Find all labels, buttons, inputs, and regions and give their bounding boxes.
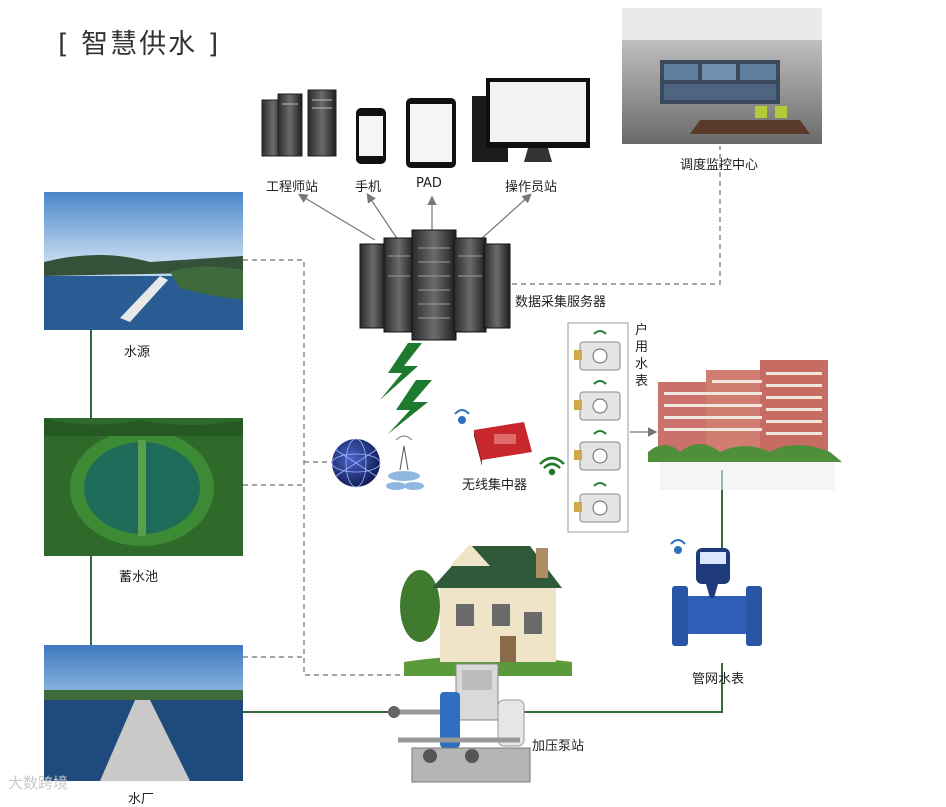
- signal-tower-icon: [386, 435, 424, 490]
- pad-icon: [406, 98, 456, 168]
- label-pad: PAD: [416, 176, 442, 191]
- label-phone: 手机: [355, 180, 382, 195]
- data-server-icon: [359, 229, 511, 341]
- dispatch-center-photo: [622, 8, 822, 144]
- wireless-concentrator-icon: [454, 409, 532, 466]
- meter-1: [574, 330, 621, 371]
- network-globe-icon: [331, 438, 381, 488]
- label-operator-station: 操作员站: [505, 180, 558, 195]
- meter-3: [574, 430, 621, 471]
- water-source-photo: [44, 192, 243, 330]
- label-household-meter: 户用水表: [635, 323, 649, 389]
- dashed-lines: [243, 146, 721, 676]
- page-title: [ 智慧供水 ]: [58, 29, 221, 60]
- label-data-server: 数据采集服务器: [515, 295, 607, 310]
- reservoir-photo: [44, 418, 243, 556]
- water-plant-photo: [44, 645, 243, 781]
- house-image: [400, 544, 572, 676]
- pipe-meter-image: [670, 539, 762, 646]
- apartment-buildings-image: [648, 360, 842, 490]
- meter-2: [574, 380, 621, 421]
- label-dispatch-center: 调度监控中心: [680, 158, 759, 173]
- wifi-signal-icon: [539, 456, 565, 476]
- phone-icon: [356, 108, 386, 164]
- lightning-icon: [380, 343, 432, 434]
- label-engineer-station: 工程师站: [266, 180, 319, 195]
- label-reservoir: 蓄水池: [119, 570, 159, 585]
- label-water-plant: 水厂: [128, 792, 155, 807]
- operator-station-icon: [472, 78, 590, 162]
- booster-pump-image: [388, 663, 531, 783]
- label-wireless-concentrator: 无线集中器: [462, 478, 528, 493]
- label-water-source: 水源: [124, 345, 151, 360]
- meter-4: [574, 482, 621, 523]
- server-to-device-arrows: [297, 193, 532, 241]
- engineer-station-icon: [261, 89, 337, 157]
- label-pipe-meter: 管网水表: [692, 672, 745, 687]
- label-booster-station: 加压泵站: [532, 739, 585, 754]
- watermark: 大数跨境: [8, 774, 69, 792]
- solid-main-line: [90, 330, 723, 713]
- household-meter-panel: [567, 322, 629, 533]
